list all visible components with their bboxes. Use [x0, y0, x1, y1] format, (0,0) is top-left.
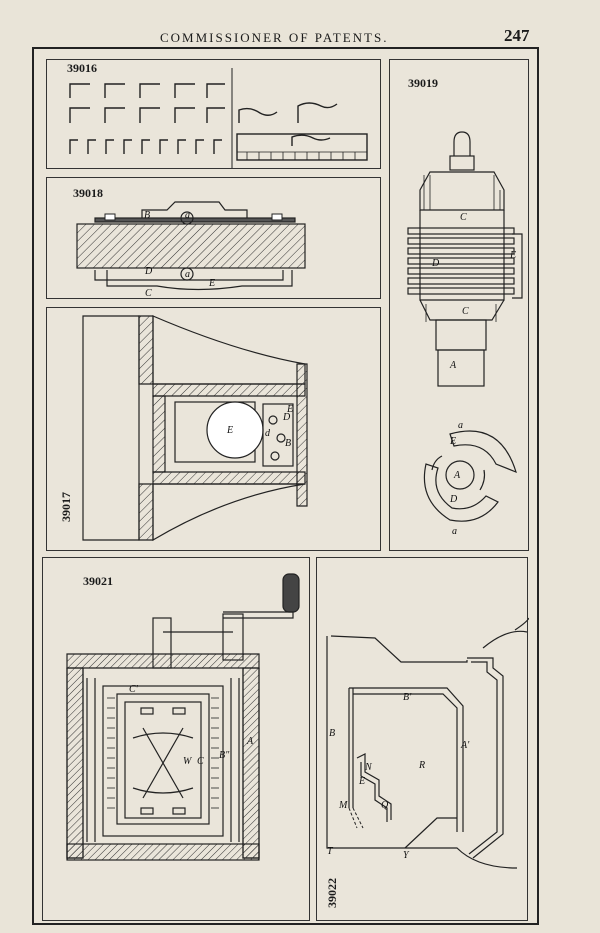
fig-label: C: [197, 756, 204, 767]
fig-label: C: [460, 212, 467, 223]
fig-label: a: [185, 210, 190, 221]
figure-number: 39021: [83, 574, 113, 588]
fig-label: T: [327, 846, 334, 857]
fig-label: E: [509, 250, 516, 261]
fig-label: B: [285, 438, 291, 449]
page-header: COMMISSIONER OF PATENTS. 247: [0, 26, 600, 48]
figure-39016-panel: 39016: [46, 59, 381, 169]
figure-39016-drawing: [69, 68, 368, 168]
fig-label: d: [265, 428, 271, 439]
fig-label: E: [449, 436, 456, 447]
fig-label: A': [460, 740, 470, 751]
figure-39022-panel: 39022 B B' E N R: [316, 557, 529, 921]
fig-label: a: [185, 269, 190, 280]
running-title: COMMISSIONER OF PATENTS.: [160, 30, 389, 45]
page-number: 247: [504, 26, 530, 45]
figure-39018-panel: 39018 B a D a E: [46, 177, 381, 299]
fig-label: N: [364, 762, 373, 773]
fig-label: E: [286, 404, 293, 415]
fig-label: B": [219, 750, 230, 761]
fig-label: Y: [403, 850, 410, 861]
fig-label: C': [129, 684, 139, 695]
fig-label: M: [338, 800, 348, 811]
figure-39017-drawing: E d D B E: [82, 315, 308, 542]
fig-label: A: [246, 736, 254, 747]
fig-label: E: [358, 776, 365, 787]
figure-39017-panel: 39017: [46, 307, 381, 551]
fig-label: D: [144, 266, 153, 277]
fig-label: a: [458, 420, 463, 431]
fig-label: B: [329, 728, 335, 739]
figure-39019-panel: 39019: [389, 59, 529, 551]
fig-label: W: [183, 756, 193, 767]
figure-39018-drawing: B a D a E C: [76, 201, 306, 299]
fig-label: D: [431, 258, 440, 269]
fig-label: C: [145, 288, 152, 299]
fig-label: D: [282, 412, 291, 423]
fig-label: B': [403, 692, 412, 703]
fig-label: B: [144, 210, 150, 221]
patent-plate: 39016 39018: [32, 47, 539, 925]
fig-label: R: [418, 760, 425, 771]
figure-39021-panel: 39021: [42, 557, 310, 921]
figure-number: 39018: [73, 186, 103, 200]
figure-39022-drawing: B B' E N R A' M Q T Y: [326, 617, 529, 869]
fig-label: D: [449, 494, 458, 505]
fig-label: E: [226, 425, 233, 436]
fig-label: A: [449, 360, 457, 371]
figure-39019-drawing: C D E C A a E A D a: [407, 131, 523, 537]
figure-number: 39016: [67, 61, 97, 75]
fig-label: a: [452, 526, 457, 537]
fig-label: E: [208, 278, 215, 289]
figure-39021-drawing: C' W C B" A: [66, 573, 300, 861]
figure-number: 39019: [408, 76, 438, 90]
fig-label: A: [453, 470, 461, 481]
fig-label: Q: [381, 800, 389, 811]
fig-label: C: [462, 306, 469, 317]
